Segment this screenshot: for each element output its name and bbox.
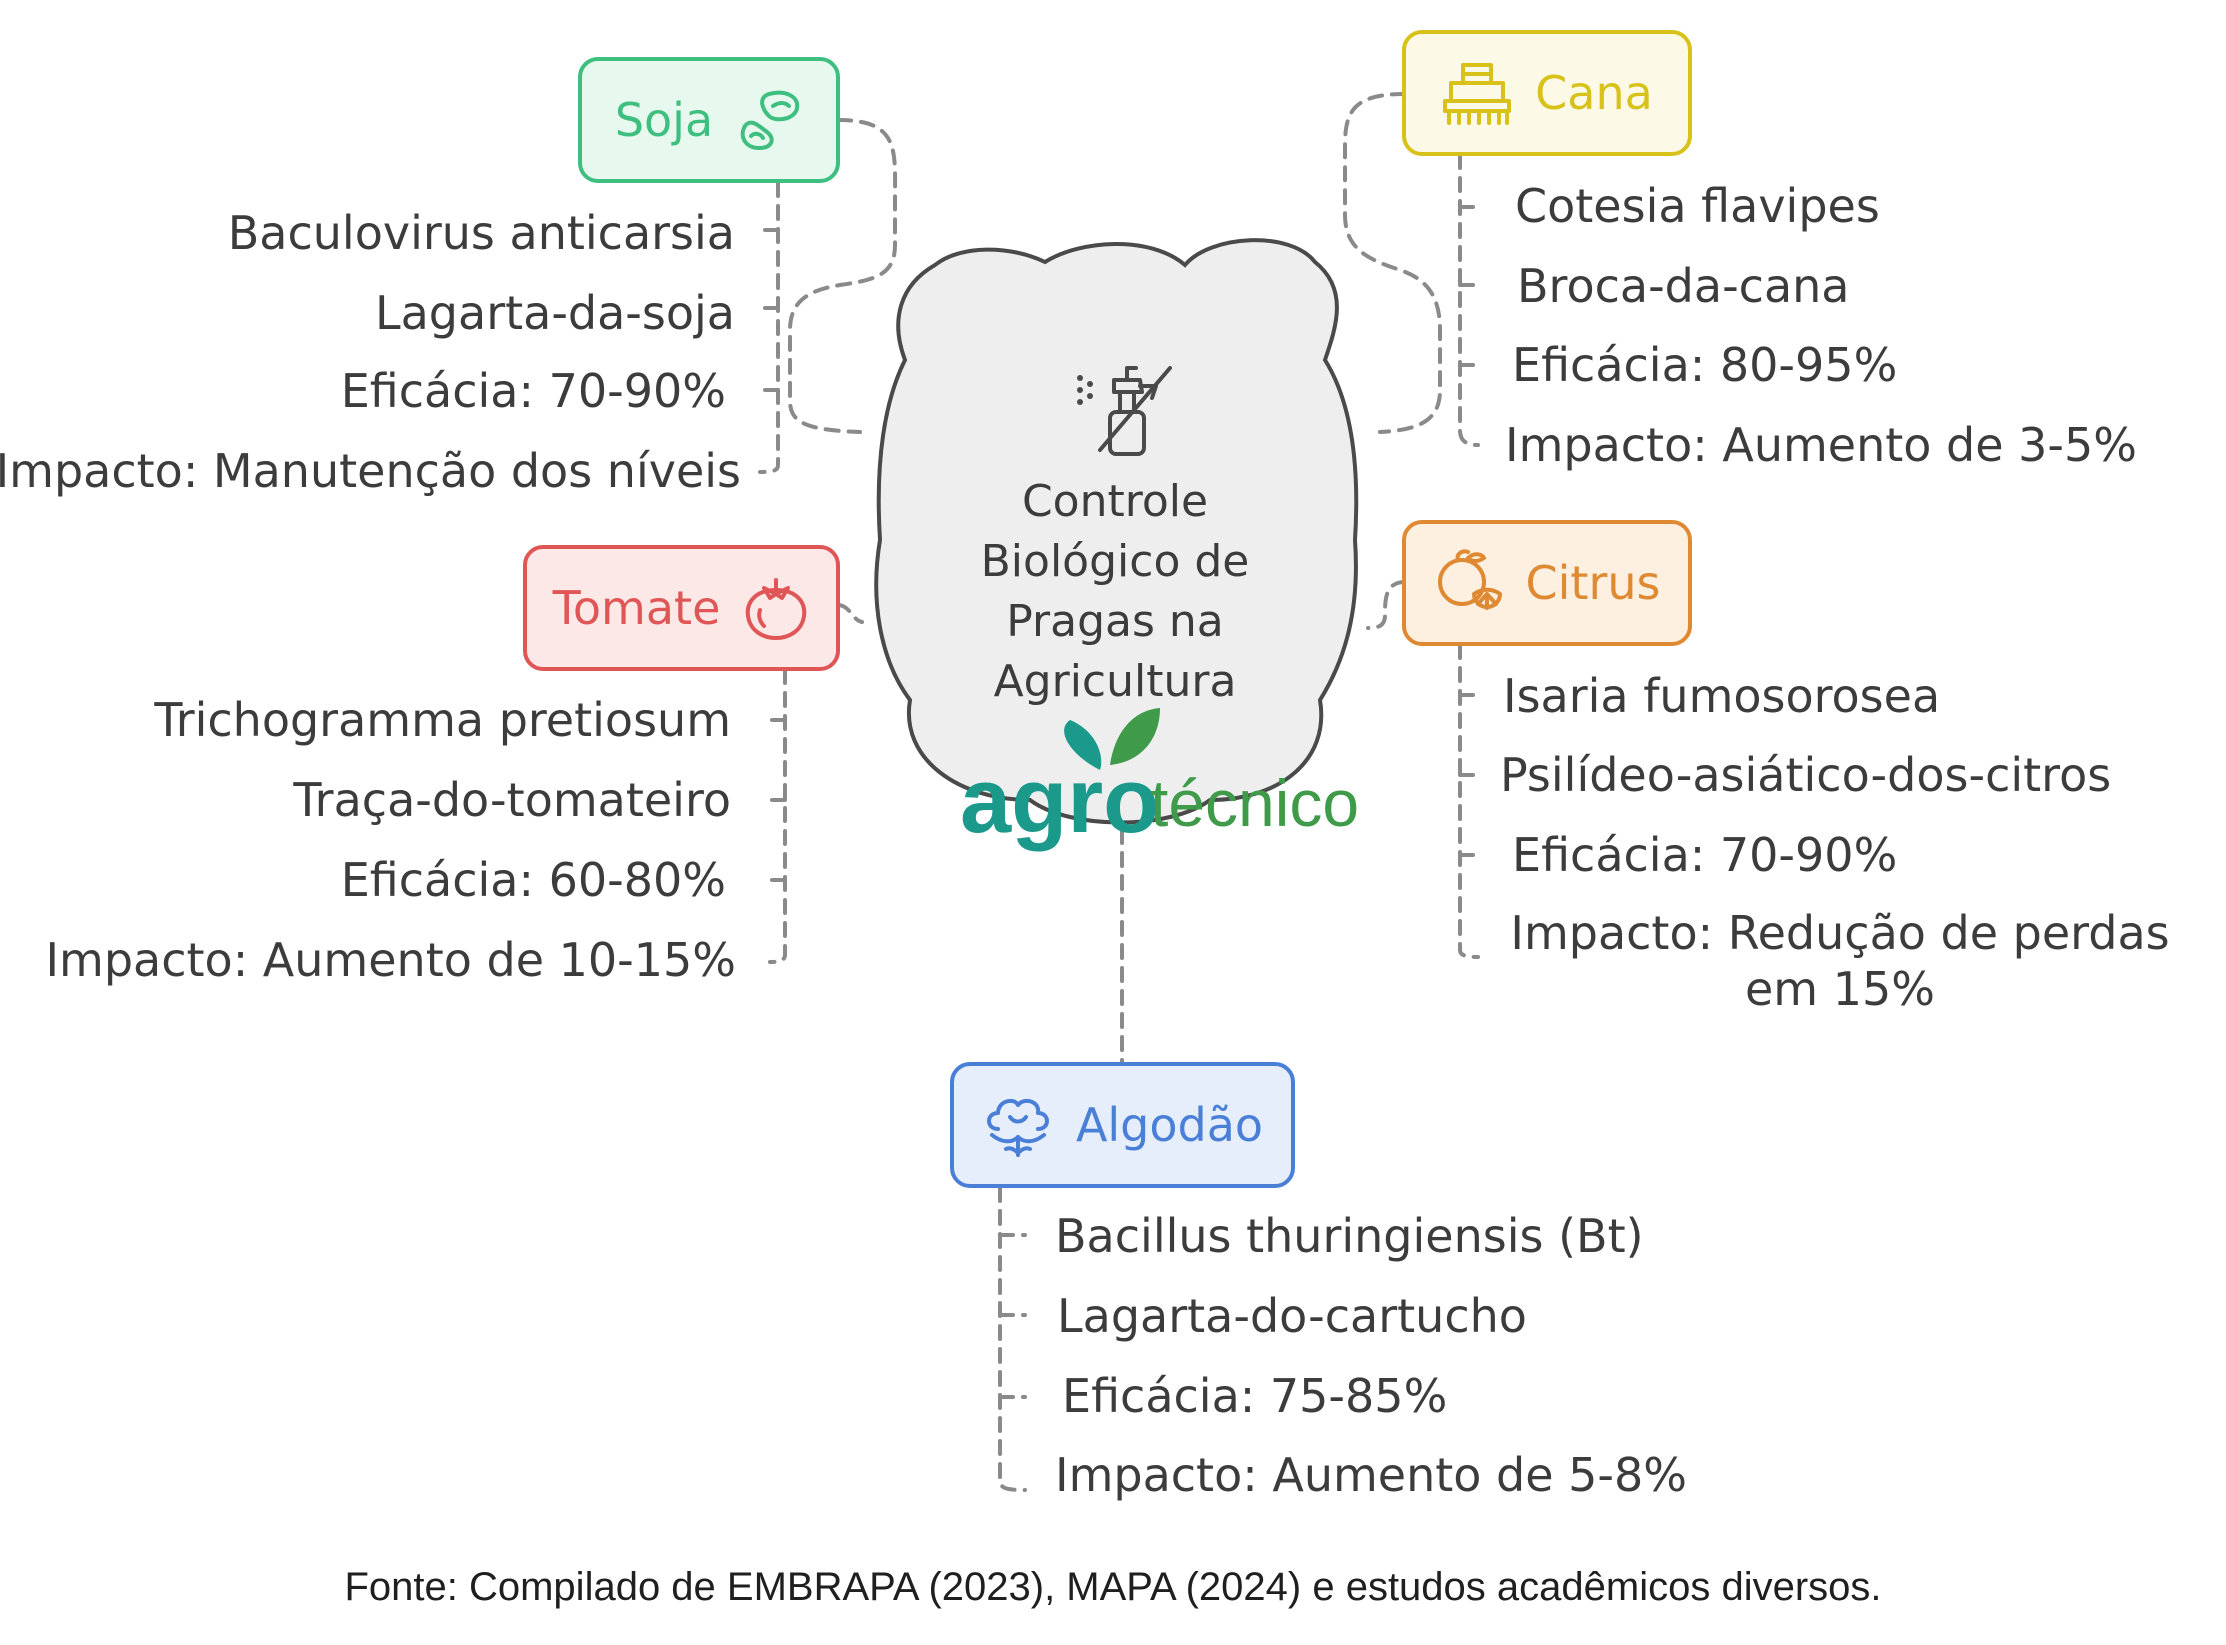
node-soja-label: Soja <box>614 93 714 147</box>
node-tomate-label: Tomate <box>552 581 721 635</box>
tomate-item-1: Trichogramma pretiosum <box>154 693 731 747</box>
harvester-icon <box>1443 63 1512 125</box>
cana-item-3: Eficácia: 80-95% <box>1512 338 1898 392</box>
center-title: Controle Biológico de Pragas na Agricult… <box>980 476 1250 707</box>
node-citrus: Citrus <box>1402 520 1692 646</box>
soja-item-4: Impacto: Manutenção dos níveis <box>0 444 741 498</box>
tomato-icon <box>746 578 807 640</box>
soja-item-3: Eficácia: 70-90% <box>340 364 726 418</box>
node-soja: Soja <box>578 57 840 183</box>
soja-item-1: Baculovirus anticarsia <box>227 206 735 260</box>
algodao-item-2: Lagarta-do-cartucho <box>1057 1289 1527 1343</box>
agrotecnico-logo: agro técnico <box>960 708 1359 852</box>
no-spray-icon <box>1077 366 1172 456</box>
cana-item-2: Broca-da-cana <box>1517 259 1850 313</box>
cotton-icon <box>986 1098 1049 1157</box>
logo-agro: agro <box>960 750 1159 852</box>
citrus-icon <box>1437 549 1502 610</box>
cana-item-4: Impacto: Aumento de 3-5% <box>1505 418 2138 472</box>
node-cana-label: Cana <box>1535 66 1653 120</box>
node-tomate: Tomate <box>523 545 840 671</box>
algodao-item-3: Eficácia: 75-85% <box>1062 1369 1448 1423</box>
algodao-item-1: Bacillus thuringiensis (Bt) <box>1055 1209 1644 1263</box>
node-cana: Cana <box>1402 30 1692 156</box>
soja-item-2: Lagarta-da-soja <box>374 286 735 340</box>
citrus-item-3: Eficácia: 70-90% <box>1512 828 1898 882</box>
center-cloud <box>874 238 1359 825</box>
tomate-item-3: Eficácia: 60-80% <box>340 853 726 907</box>
node-algodao-label: Algodão <box>1075 1098 1264 1152</box>
tomate-item-4: Impacto: Aumento de 10-15% <box>45 933 736 987</box>
cana-item-1: Cotesia flavipes <box>1515 179 1880 233</box>
leaf-icon <box>1064 708 1160 770</box>
node-citrus-label: Citrus <box>1525 556 1661 610</box>
tomate-item-2: Traça-do-tomateiro <box>293 773 731 827</box>
source-note: Fonte: Compilado de EMBRAPA (2023), MAPA… <box>344 1565 1882 1609</box>
algodao-item-4: Impacto: Aumento de 5-8% <box>1055 1448 1688 1502</box>
citrus-item-1: Isaria fumosorosea <box>1503 669 1941 723</box>
node-algodao: Algodão <box>950 1062 1295 1188</box>
soybean-icon <box>740 90 800 151</box>
citrus-item-4: Impacto: Redução de perdas em 15% <box>1510 906 2170 1016</box>
logo-tecnico: técnico <box>1150 766 1359 840</box>
citrus-item-2: Psilídeo-asiático-dos-citros <box>1500 748 2112 802</box>
